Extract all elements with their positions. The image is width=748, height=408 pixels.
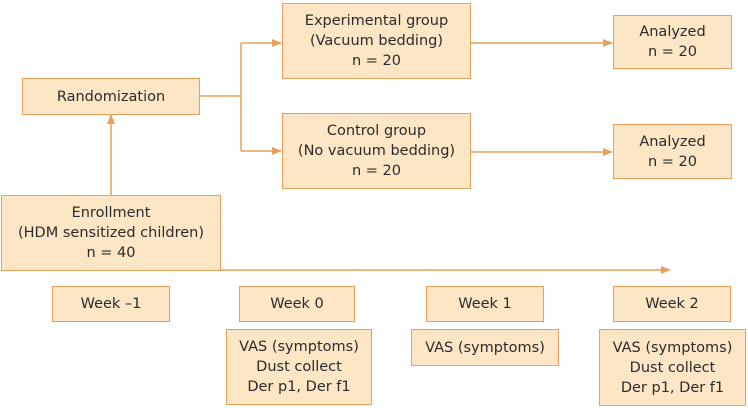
enrollment-box: Enrollment (HDM sensitized children) n =… bbox=[1, 195, 221, 271]
week-2-assessment-der: Der p1, Der f1 bbox=[620, 379, 725, 396]
control-group-count: n = 20 bbox=[351, 163, 401, 179]
randomization-label: Randomization bbox=[56, 88, 166, 105]
control-group-title: Control group bbox=[326, 123, 427, 139]
control-group-box: Control group (No vacuum bedding) n = 20 bbox=[282, 113, 471, 189]
week-minus1-box: Week –1 bbox=[52, 286, 170, 322]
week-0-box: Week 0 bbox=[239, 286, 355, 322]
week-1-label: Week 1 bbox=[458, 296, 512, 312]
week-0-assessment-dust: Dust collect bbox=[256, 359, 342, 375]
week-2-assessment-vas: VAS (symptoms) bbox=[612, 339, 733, 356]
experimental-group-count: n = 20 bbox=[351, 53, 401, 69]
enrollment-subtitle: (HDM sensitized children) bbox=[18, 225, 204, 241]
enrollment-count: n = 40 bbox=[86, 245, 136, 261]
analyzed-experimental-count: n = 20 bbox=[647, 44, 697, 60]
experimental-group-subtitle: (Vacuum bedding) bbox=[309, 33, 444, 49]
week-2-assessment-dust: Dust collect bbox=[629, 359, 716, 376]
week-2-assessment-box: VAS (symptoms) Dust collect Der p1, Der … bbox=[599, 329, 746, 406]
enrollment-title: Enrollment bbox=[71, 205, 151, 221]
control-group-subtitle: (No vacuum bedding) bbox=[297, 143, 456, 159]
week-0-assessment-der: Der p1, Der f1 bbox=[247, 379, 351, 395]
analyzed-experimental-box: Analyzed n = 20 bbox=[613, 15, 732, 69]
week-0-label: Week 0 bbox=[270, 296, 324, 312]
analyzed-experimental-title: Analyzed bbox=[639, 24, 706, 40]
randomization-box: Randomization bbox=[22, 78, 200, 115]
experimental-group-title: Experimental group bbox=[304, 13, 449, 29]
analyzed-control-count: n = 20 bbox=[647, 153, 697, 170]
week-2-label: Week 2 bbox=[645, 296, 699, 312]
analyzed-control-box: Analyzed n = 20 bbox=[613, 124, 732, 179]
week-0-assessment-vas: VAS (symptoms) bbox=[239, 339, 359, 355]
week-1-assessment-box: VAS (symptoms) bbox=[411, 329, 559, 366]
week-2-box: Week 2 bbox=[613, 286, 731, 322]
week-0-assessment-box: VAS (symptoms) Dust collect Der p1, Der … bbox=[226, 329, 372, 405]
week-1-box: Week 1 bbox=[426, 286, 544, 322]
week-minus1-label: Week –1 bbox=[80, 296, 142, 312]
analyzed-control-title: Analyzed bbox=[639, 133, 706, 150]
experimental-group-box: Experimental group (Vacuum bedding) n = … bbox=[282, 3, 471, 79]
week-1-assessment-vas: VAS (symptoms) bbox=[425, 339, 545, 356]
